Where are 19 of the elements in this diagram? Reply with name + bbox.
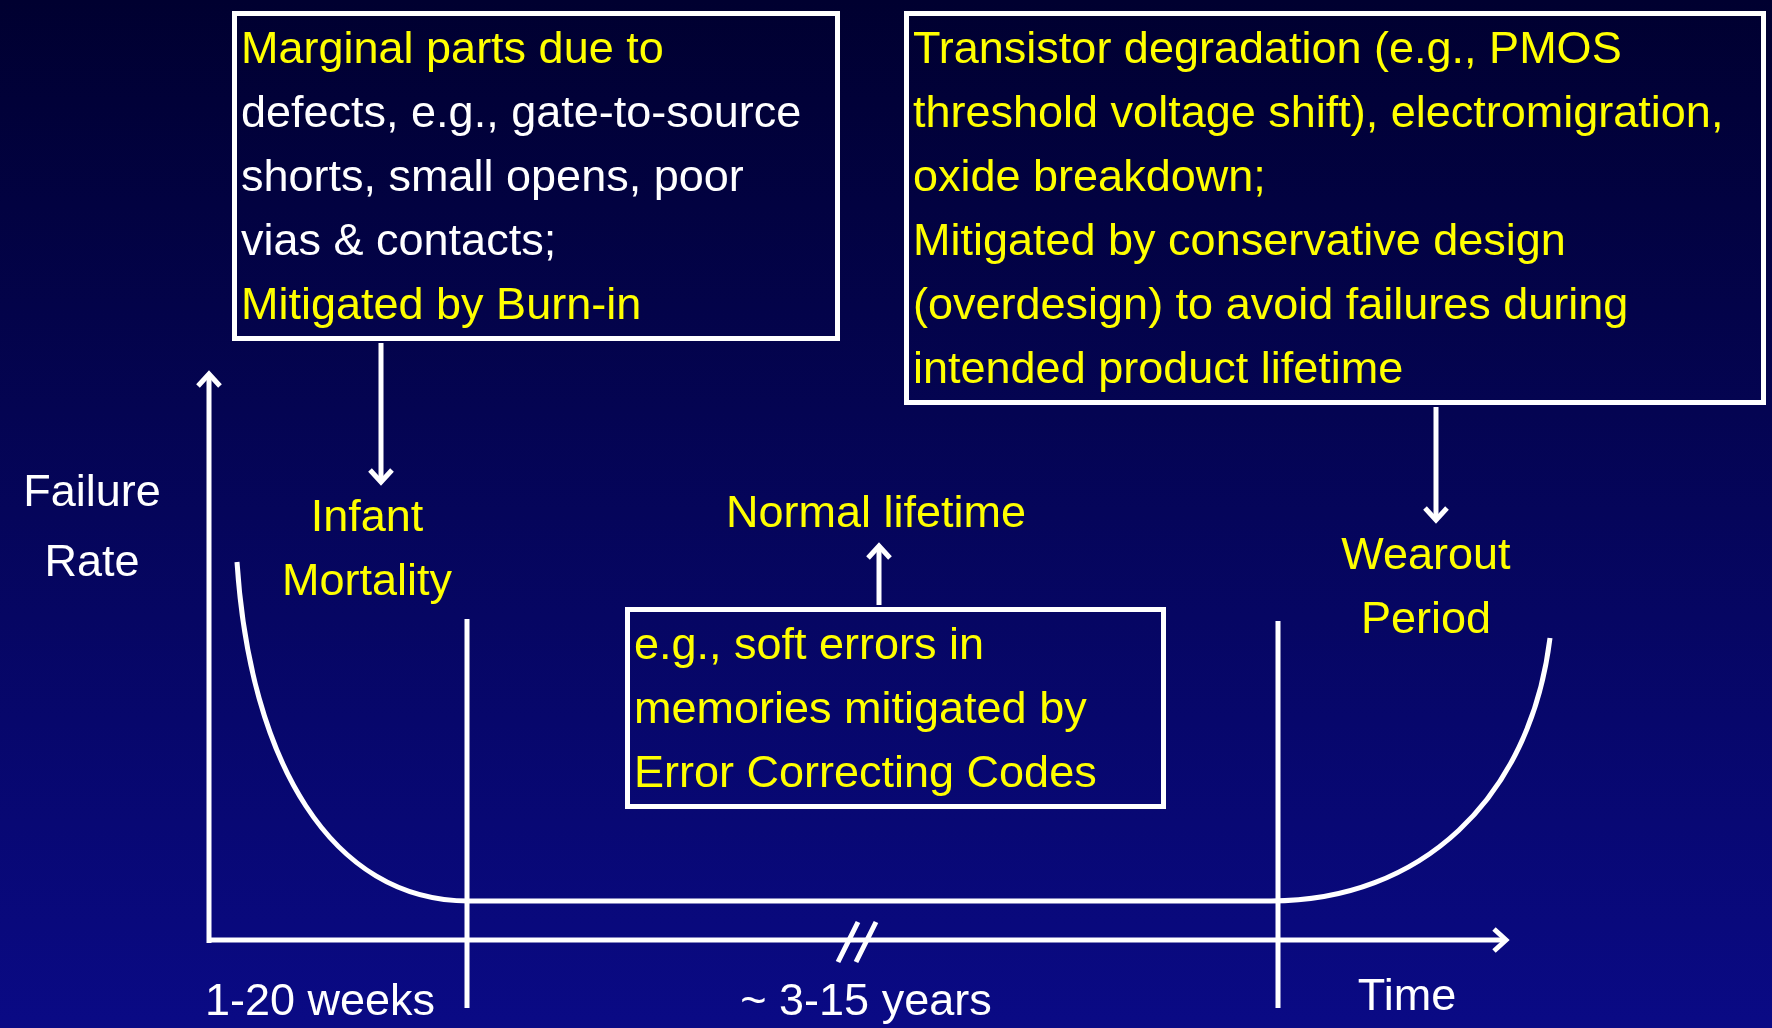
text-box <box>904 11 1766 405</box>
stage-label: Normal lifetime <box>724 485 1028 539</box>
text-box <box>232 11 840 341</box>
text-box <box>625 607 1166 809</box>
box-text: Mitigated by Burn-in <box>241 277 643 331</box>
axis-label: 1-20 weeks <box>203 973 437 1027</box>
stage-label: Infant Mortality <box>281 489 453 607</box>
axis-label: Failure Rate <box>22 464 162 588</box>
arrow <box>1422 407 1450 523</box>
axis-label: ~ 3-15 years <box>739 973 993 1027</box>
box-text: Marginal parts due to <box>241 21 665 75</box>
box-text: e.g., soft errors in memories mitigated by Error Correcting Codes <box>634 617 1098 799</box>
box-text: Transistor degradation (e.g., PMOS threshold voltage shift), electromigration, oxide breakdown; <box>913 21 1725 203</box>
box-text: Mitigated by conservative design (overdesign) to avoid failures during intended product lifetime <box>913 213 1630 395</box>
stage-label: Wearout Period <box>1340 527 1512 645</box>
box-text: defects, e.g., gate-to-source shorts, small opens, poor vias & contacts; <box>241 85 803 267</box>
axis-label: Time <box>1356 968 1458 1022</box>
arrow <box>367 343 395 485</box>
arrow <box>865 543 893 605</box>
